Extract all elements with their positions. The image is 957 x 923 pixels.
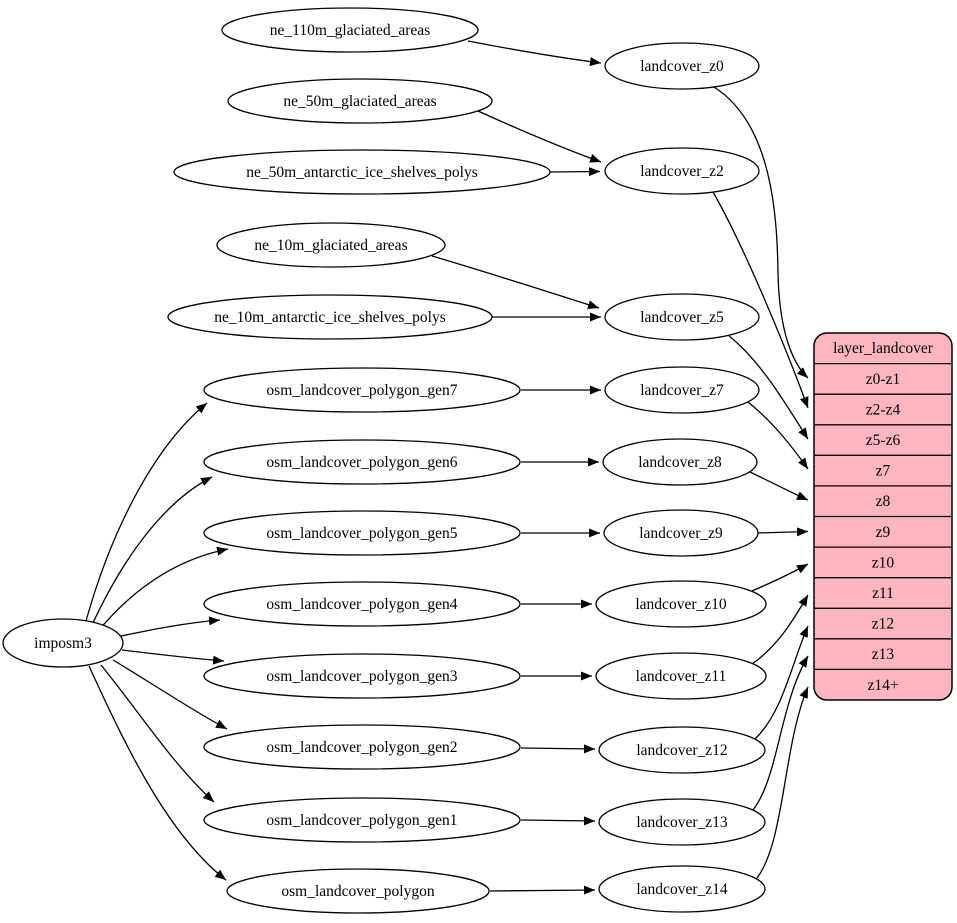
node-label: osm_landcover_polygon_gen3 [266,668,457,685]
table-row-z14+: z14+ [867,677,898,694]
node-label: ne_10m_glaciated_areas [254,237,407,254]
node-label: ne_50m_antarctic_ice_shelves_polys [246,164,478,181]
edge-imposm3-to-osm_landcover_polygon_gen3 [121,649,225,665]
edge-imposm3-to-osm_landcover_polygon_gen4 [120,616,221,637]
edge-landcover_z9-to-row-z9 [757,527,809,537]
node-landcover_z12: landcover_z12 [598,726,766,774]
edge-landcover_z11-to-row-z11 [751,594,809,665]
edge-landcover_z10-to-row-z10 [751,563,809,592]
node-ne_10m_antarctic_ice_shelves_polys: ne_10m_antarctic_ice_shelves_polys [167,294,493,340]
node-label: osm_landcover_polygon_gen6 [266,454,457,471]
node-ne_50m_glaciated_areas: ne_50m_glaciated_areas [227,78,493,124]
edge-landcover_z12-to-row-z12 [754,625,809,740]
table-layer-landcover: layer_landcover z0-z1 z2-z4 z5-z6 z7 z8 … [813,332,953,701]
table-row-z10: z10 [872,554,895,571]
node-osm_landcover_polygon_gen1: osm_landcover_polygon_gen1 [203,797,521,843]
table-row-z9: z9 [876,524,891,541]
node-label: imposm3 [34,635,92,652]
edge-imposm3-to-osm_landcover_polygon_gen2 [112,659,228,730]
edge-ne_110m_glaciated_areas-to-landcover_z0 [467,40,602,67]
node-landcover_z0: landcover_z0 [604,42,760,90]
table-title: layer_landcover [833,340,934,357]
node-label: osm_landcover_polygon_gen7 [266,382,457,399]
node-label: landcover_z13 [636,814,727,831]
node-label: landcover_z10 [635,596,726,613]
edge-osm_landcover_polygon_gen1-to-landcover_z13 [520,816,596,826]
edge-landcover_z14-to-row-z14 [756,686,809,879]
node-label: landcover_z11 [636,668,727,685]
table-row-z8: z8 [876,493,891,510]
node-osm_landcover_polygon_gen2: osm_landcover_polygon_gen2 [203,724,521,770]
edge-ne_50m_antarctic_ice_shelves_polys-to-landcover_z2 [549,167,601,177]
node-landcover_z5: landcover_z5 [604,293,760,341]
table-row-z12: z12 [872,616,894,633]
edge-osm_landcover_polygon-to-landcover_z14 [489,885,596,895]
node-landcover_z8: landcover_z8 [602,438,758,486]
node-ne_50m_antarctic_ice_shelves_polys: ne_50m_antarctic_ice_shelves_polys [173,149,551,195]
node-label: landcover_z2 [640,163,724,180]
edges [85,40,809,895]
node-label: ne_10m_antarctic_ice_shelves_polys [214,309,446,326]
node-landcover_z13: landcover_z13 [598,798,766,846]
node-label: landcover_z8 [638,454,722,471]
table-row-z5-z6: z5-z6 [866,432,901,449]
edge-landcover_z7-to-row-z7 [747,401,809,470]
node-landcover_z14: landcover_z14 [598,865,766,913]
node-label: ne_110m_glaciated_areas [270,22,430,39]
node-label: osm_landcover_polygon [281,883,435,900]
node-osm_landcover_polygon_gen5: osm_landcover_polygon_gen5 [203,510,521,556]
edge-landcover_z2-to-row-z2-z4 [712,191,809,409]
node-ne_10m_glaciated_areas: ne_10m_glaciated_areas [216,222,446,268]
table-row-z0-z1: z0-z1 [866,371,900,388]
edge-imposm3-to-osm_landcover_polygon_gen1 [100,664,215,803]
edge-landcover_z13-to-row-z13 [752,655,809,811]
node-landcover_z7: landcover_z7 [604,366,760,414]
node-landcover_z11: landcover_z11 [595,652,767,700]
node-landcover_z10: landcover_z10 [595,580,767,628]
edge-imposm3-to-osm_landcover_polygon_gen7 [85,402,208,622]
table-row-z11: z11 [872,585,894,602]
node-osm_landcover_polygon_gen3: osm_landcover_polygon_gen3 [203,653,521,699]
edge-imposm3-to-osm_landcover_polygon [88,665,227,881]
node-osm_landcover_polygon_gen4: osm_landcover_polygon_gen4 [203,581,521,627]
edge-imposm3-to-osm_landcover_polygon_gen6 [91,476,213,626]
node-osm_landcover_polygon_gen7: osm_landcover_polygon_gen7 [203,367,521,413]
node-label: landcover_z12 [636,742,727,759]
node-label: landcover_z0 [640,58,724,75]
edge-imposm3-to-osm_landcover_polygon_gen5 [98,546,229,631]
node-osm_landcover_polygon_gen6: osm_landcover_polygon_gen6 [203,439,521,485]
node-label: osm_landcover_polygon_gen2 [266,739,457,756]
edge-landcover_z5-to-row-z5-z6 [728,335,809,440]
edge-osm_landcover_polygon_gen2-to-landcover_z12 [520,744,596,754]
table-row-z13: z13 [872,646,895,663]
node-osm_landcover_polygon: osm_landcover_polygon [226,868,490,914]
edge-landcover_z0-to-row-z0-z1 [713,86,809,379]
node-label: osm_landcover_polygon_gen5 [266,525,457,542]
node-landcover_z2: landcover_z2 [604,147,760,195]
node-label: osm_landcover_polygon_gen1 [266,812,457,829]
node-label: ne_50m_glaciated_areas [283,93,436,110]
node-label: landcover_z7 [640,382,724,399]
node-label: landcover_z5 [640,309,724,326]
node-label: landcover_z14 [636,881,727,898]
edge-ne_10m_glaciated_areas-to-landcover_z5 [431,255,600,309]
edge-landcover_z8-to-row-z8 [749,471,809,501]
node-ne_110m_glaciated_areas: ne_110m_glaciated_areas [221,7,479,53]
nodes: ne_110m_glaciated_areas ne_50m_glaciated… [2,7,767,914]
node-landcover_z9: landcover_z9 [603,509,759,557]
table-row-z7: z7 [876,463,891,480]
node-imposm3: imposm3 [2,618,124,668]
node-label: landcover_z9 [639,525,723,542]
table-row-z2-z4: z2-z4 [866,402,901,419]
edge-ne_50m_glaciated_areas-to-landcover_z2 [477,110,602,163]
node-label: osm_landcover_polygon_gen4 [266,596,457,613]
